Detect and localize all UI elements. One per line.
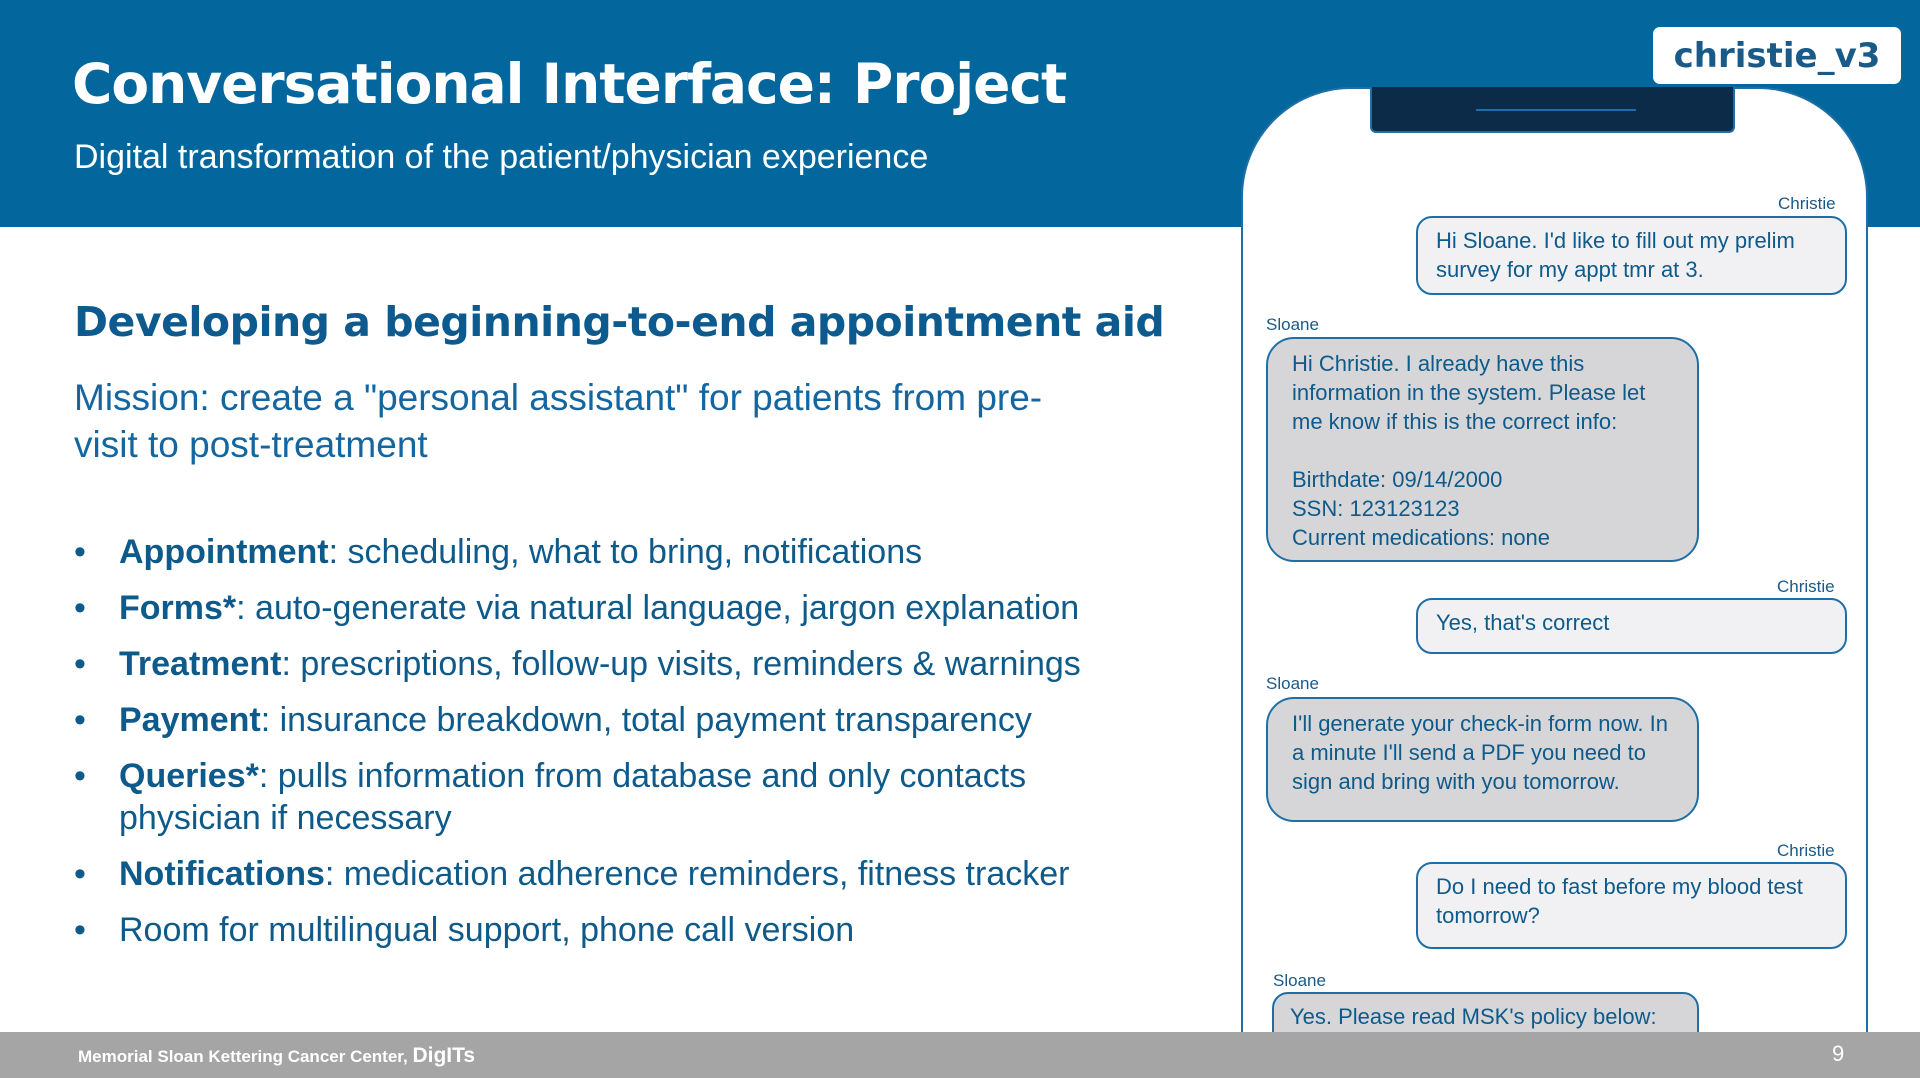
slide-subtitle: Digital transformation of the patient/ph…: [74, 138, 929, 176]
page-number: 9: [1832, 1041, 1845, 1066]
bullet-text: : auto-generate via natural language, ja…: [236, 589, 1080, 627]
footer-bar: Memorial Sloan Kettering Cancer Center, …: [0, 1032, 1920, 1078]
message-sender: Christie: [1778, 194, 1836, 213]
bullet-label: Forms*: [119, 589, 237, 627]
assistant-message-bubble: I'll generate your check-in form now. In…: [1266, 697, 1699, 822]
bullet-label: Treatment: [119, 645, 282, 683]
user-message-bubble: Hi Sloane. I'd like to fill out my preli…: [1416, 216, 1847, 295]
list-item: Appointment: scheduling, what to bring, …: [74, 531, 1114, 573]
list-item: Notifications: medication adherence remi…: [74, 853, 1114, 895]
bullet-text: Room for multilingual support, phone cal…: [119, 911, 855, 949]
message-sender: Sloane: [1266, 674, 1319, 693]
feature-list: Appointment: scheduling, what to bring, …: [74, 531, 1114, 965]
bullet-text: : insurance breakdown, total payment tra…: [260, 701, 1032, 739]
bullet-text: : prescriptions, follow-up visits, remin…: [281, 645, 1081, 683]
speaker-slot: [1476, 109, 1636, 111]
bullet-label: Queries*: [119, 757, 259, 795]
version-tag: christie_v3: [1653, 27, 1901, 84]
bullet-label: Appointment: [119, 533, 329, 571]
message-sender: Christie: [1777, 577, 1835, 596]
list-item: Queries*: pulls information from databas…: [74, 755, 1114, 839]
message-sender: Christie: [1777, 841, 1835, 860]
mission-statement: Mission: create a "personal assistant" f…: [74, 377, 1043, 465]
bullet-text: : scheduling, what to bring, notificatio…: [328, 533, 923, 571]
bullet-text: : pulls information from database and on…: [119, 757, 1027, 837]
bullet-text: : medication adherence reminders, fitnes…: [324, 855, 1070, 893]
bullet-label: Notifications: [119, 855, 325, 893]
footer-organization: Memorial Sloan Kettering Cancer Center, …: [78, 1044, 475, 1068]
list-item: Forms*: auto-generate via natural langua…: [74, 587, 1114, 629]
slide-title: Conversational Interface: Project: [72, 52, 1067, 116]
list-item: Treatment: prescriptions, follow-up visi…: [74, 643, 1114, 685]
message-sender: Sloane: [1273, 971, 1326, 990]
section-heading: Developing a beginning-to-end appointmen…: [74, 298, 1165, 346]
list-item: Payment: insurance breakdown, total paym…: [74, 699, 1114, 741]
phone-notch: [1370, 87, 1735, 133]
bullet-label: Payment: [119, 701, 261, 739]
team-name: DigITs: [412, 1044, 476, 1067]
message-sender: Sloane: [1266, 315, 1319, 334]
organization-name: Memorial Sloan Kettering Cancer Center,: [78, 1047, 408, 1066]
user-message-bubble: Yes, that's correct: [1416, 598, 1847, 654]
user-message-bubble: Do I need to fast before my blood test t…: [1416, 862, 1847, 949]
assistant-message-bubble: Hi Christie. I already have this informa…: [1266, 337, 1699, 562]
list-item: Room for multilingual support, phone cal…: [74, 909, 1114, 951]
